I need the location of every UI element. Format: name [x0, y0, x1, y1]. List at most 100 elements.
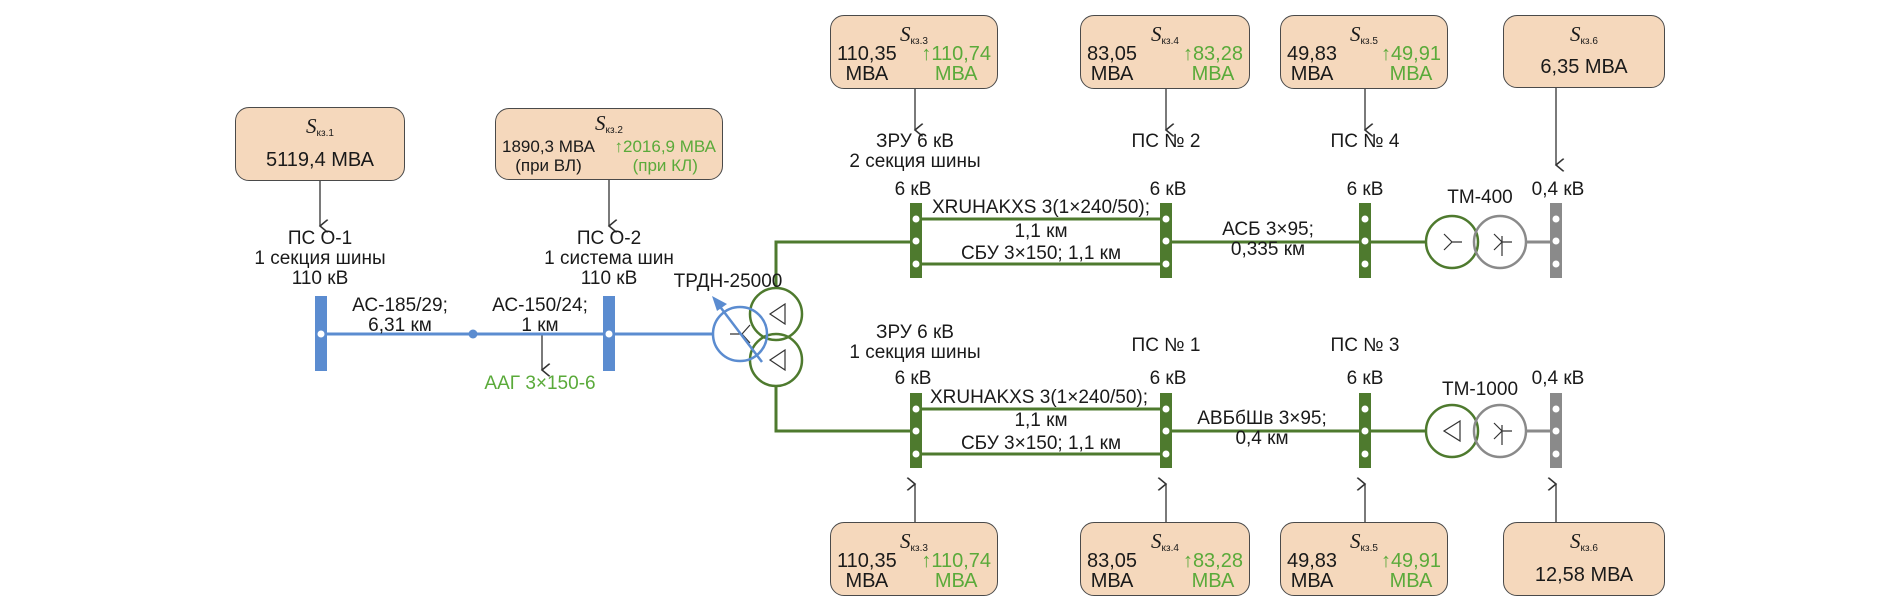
bus-node: [912, 450, 920, 458]
bus-node: [1361, 215, 1369, 223]
sk-value: 5119,4 МВА: [266, 149, 374, 171]
sk-value-kl: ↑2016,9 МВА(при КЛ): [614, 137, 717, 175]
mv-6kv-connections: [774, 217, 1426, 456]
bus-node: [912, 215, 920, 223]
bus-node: [1162, 450, 1170, 458]
bus-node: [1162, 237, 1170, 245]
bus-node: [1552, 405, 1560, 413]
voltage-label: 6 кВ: [894, 179, 932, 200]
label-ps-2: ПС № 2: [1131, 131, 1201, 152]
s-symbol: S: [1151, 22, 1162, 46]
s-subscript: кз.4: [1161, 543, 1179, 554]
s-symbol: S: [1350, 529, 1361, 553]
s-subscript: кз.2: [605, 125, 623, 136]
bus-node: [605, 330, 613, 338]
voltage-label: 0,4 кВ: [1531, 179, 1585, 200]
bus-node: [1162, 405, 1170, 413]
label-cable-avbbshv: АВБбШв 3×95;0,4 км: [1197, 408, 1327, 449]
delta-icon: [768, 348, 786, 372]
star-icon: [1443, 233, 1462, 251]
lv-winding: [1472, 214, 1528, 270]
bus-node: [1162, 260, 1170, 268]
bus-node: [1361, 237, 1369, 245]
s-symbol: S: [1151, 529, 1162, 553]
s-subscript: кз.5: [1360, 36, 1378, 47]
s-symbol: S: [306, 114, 317, 138]
s-symbol: S: [900, 22, 911, 46]
s-subscript: кз.3: [910, 543, 928, 554]
s-symbol: S: [1570, 22, 1581, 46]
voltage-label: 6 кВ: [894, 368, 932, 389]
s-subscript: кз.5: [1360, 543, 1378, 554]
label-cable-asb: АСБ 3×95;0,335 км: [1222, 219, 1314, 260]
label-cable-length: 1,1 км: [1014, 410, 1068, 431]
s-symbol: S: [900, 529, 911, 553]
line-junction: [468, 329, 478, 339]
label-transformer-tm400: ТМ-400: [1447, 187, 1513, 208]
transformer-tm-400[interactable]: [1424, 214, 1528, 270]
voltage-label: 6 кВ: [1346, 179, 1384, 200]
connector-arrows: [320, 88, 1556, 522]
transformer-trdn-25000[interactable]: [711, 286, 804, 388]
sk-value-vl: 1890,3 МВА(при ВЛ): [502, 137, 595, 175]
bus-node: [1162, 427, 1170, 435]
sk-box-1: Sкз.1 5119,4 МВА: [235, 107, 405, 181]
s-subscript: кз.1: [316, 128, 334, 139]
s-symbol: S: [1350, 22, 1361, 46]
sk-box-6-bottom: Sкз.6 12,58 МВА: [1503, 522, 1665, 596]
hv-winding: [711, 305, 769, 363]
delta-icon: [768, 302, 786, 326]
sk-box-2: Sкз.2 1890,3 МВА(при ВЛ) ↑2016,9 МВА(при…: [495, 108, 723, 180]
label-cable-aag: ААГ 3×150-6: [484, 373, 596, 394]
voltage-label: 6 кВ: [1346, 368, 1384, 389]
hv-winding: [1424, 403, 1480, 459]
hv-winding: [1424, 214, 1480, 270]
transformer-tm-1000[interactable]: [1424, 403, 1528, 459]
sk-value: 6,35 МВА: [1540, 56, 1628, 78]
bus-node: [1552, 215, 1560, 223]
label-ps-3: ПС № 3: [1330, 335, 1400, 356]
label-cable-sbu: СБУ 3×150; 1,1 км: [960, 433, 1122, 454]
bus-node: [1361, 260, 1369, 268]
star-grounded-icon: [1493, 233, 1512, 256]
bus-node: [1552, 237, 1560, 245]
s-subscript: кз.3: [910, 36, 928, 47]
s-symbol: S: [595, 111, 606, 135]
arrow-head-icon: [712, 296, 727, 311]
label-ps-1: ПС № 1: [1131, 335, 1201, 356]
voltage-label: 0,4 кВ: [1531, 368, 1585, 389]
hv-110kv-section: [315, 296, 713, 371]
bus-node: [1361, 405, 1369, 413]
bus-node: [1361, 450, 1369, 458]
label-cable-length: 1,1 км: [1014, 221, 1068, 242]
label-transformer-trdn: ТРДН-25000: [673, 271, 783, 292]
delta-icon: [1442, 419, 1461, 443]
bus-node: [317, 330, 325, 338]
lv-winding-2: [748, 332, 804, 388]
bus-node: [912, 405, 920, 413]
regulation-arrow: [717, 303, 763, 363]
s-symbol: S: [1570, 529, 1581, 553]
star-grounded-icon: [1493, 422, 1512, 445]
label-cable-xruhakxs: XRUHAKXS 3(1×240/50);: [929, 387, 1149, 408]
sk-value: 12,58 МВА: [1534, 564, 1634, 586]
s-subscript: кз.6: [1580, 36, 1598, 47]
label-ps-4: ПС № 4: [1330, 131, 1400, 152]
